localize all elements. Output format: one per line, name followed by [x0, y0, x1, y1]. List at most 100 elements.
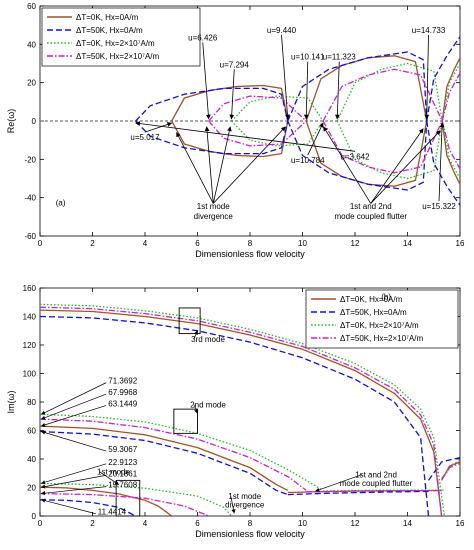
- series-3-branch-0: [40, 306, 443, 516]
- legend-entry: ΔT=0K, Hx=2×10⁷A/m: [76, 39, 155, 48]
- annotation-arrow: [307, 122, 324, 156]
- series-2-branch-0: [231, 95, 324, 122]
- annotation-arrow: [229, 69, 235, 120]
- series-3-branch-0: [208, 95, 307, 122]
- series-3-branch-3: [306, 489, 442, 493]
- x-tick-label: 2: [90, 519, 95, 528]
- annotation-label: u=14.733: [412, 26, 446, 35]
- annotation-arrow: [212, 126, 286, 204]
- annotation-arrow: [99, 471, 120, 485]
- annotation-label: 1st mode: [228, 492, 261, 501]
- series-0-branch-0: [40, 309, 443, 516]
- x-tick-label: 10: [298, 519, 307, 528]
- annotation-label: u=9.440: [267, 26, 297, 35]
- x-tick-label: 6: [195, 239, 200, 248]
- annotation-label: 2nd mode: [190, 401, 226, 410]
- x-axis-label: Dimensionless flow velocity: [195, 529, 305, 539]
- x-tick-label: 2: [90, 239, 95, 248]
- x-tick-label: 8: [248, 239, 253, 248]
- panel-label: (b): [381, 292, 391, 301]
- x-tick-label: 4: [143, 519, 148, 528]
- annotation-arrow: [424, 34, 430, 120]
- panel-label: (a): [56, 198, 66, 207]
- legend-entry: ΔT=0K, Hx=2×10⁷A/m: [340, 321, 419, 330]
- annotation-arrow: [202, 42, 211, 120]
- annotation-arrow: [40, 498, 96, 515]
- annotation-arrow: [40, 463, 107, 485]
- annotation-value: 63.1449: [108, 399, 137, 408]
- legend-entry: ΔT=50K, Hx=0A/m: [76, 26, 143, 35]
- y-tick-label: 40: [27, 455, 36, 464]
- legend-entry: ΔT=0K, Hx=0A/m: [76, 13, 139, 22]
- series-1-branch-2: [40, 499, 136, 516]
- annotation-arrow: [370, 128, 424, 204]
- legend: ΔT=0K, Hx=0A/mΔT=50K, Hx=0A/mΔT=0K, Hx=2…: [41, 7, 201, 67]
- highlight-box: [178, 307, 201, 335]
- x-tick-label: 14: [403, 239, 412, 248]
- series-3-branch-1: [208, 120, 307, 147]
- y-axis-label: Re(ω): [6, 109, 16, 134]
- series-0-branch-5: [441, 120, 460, 185]
- series-1-branch-3: [287, 120, 428, 191]
- legend-entry: ΔT=0K, Hx=0A/m: [340, 295, 403, 304]
- annotation-arrow: [212, 126, 232, 204]
- annotation-label: u=10.141: [291, 53, 325, 62]
- y-tick-label: 0: [32, 512, 37, 521]
- annotation-arrow: [135, 121, 356, 152]
- annotation-label: 1st mode: [97, 468, 130, 477]
- annotation-arrow: [40, 474, 107, 489]
- x-tick-label: 0: [38, 239, 43, 248]
- annotation-value: 71.3692: [108, 377, 137, 386]
- annotation-arrow: [334, 61, 340, 120]
- annotation-arrow: [40, 430, 107, 452]
- x-axis-label: Dimensionless flow velocity: [195, 249, 305, 259]
- annotation-arrow: [204, 126, 214, 204]
- y-tick-label: 140: [23, 313, 37, 322]
- annotation-label: u=7.294: [220, 60, 250, 69]
- x-tick-label: 16: [456, 239, 465, 248]
- series-2-branch-0: [40, 303, 445, 516]
- y-tick-label: 160: [23, 284, 37, 293]
- annotation-arrow: [193, 404, 199, 414]
- annotation-arrow: [40, 486, 107, 496]
- annotation-arrow: [144, 122, 173, 133]
- x-tick-label: 12: [351, 519, 360, 528]
- annotation-arrow: [40, 405, 107, 427]
- annotation-value: 67.9968: [108, 388, 137, 397]
- annotation-label: divergence: [194, 212, 234, 221]
- y-tick-label: -20: [24, 155, 36, 164]
- legend-entry: ΔT=50K, Hx=2×10⁷A/m: [76, 52, 160, 61]
- annotation-value: 11.4414: [98, 508, 127, 517]
- annotation-label: 3rd mode: [191, 335, 225, 344]
- y-tick-label: 20: [27, 79, 36, 88]
- x-tick-label: 16: [456, 519, 465, 528]
- annotation-label: u=5.017: [130, 133, 160, 142]
- highlight-box: [173, 408, 198, 434]
- series-1-branch-0: [135, 87, 289, 122]
- series-2-branch-1: [40, 413, 324, 491]
- annotation-arrow: [315, 474, 363, 492]
- annotation-arrow: [176, 132, 214, 204]
- annotation-value: 15.7608: [108, 481, 137, 490]
- series-2-branch-1: [231, 120, 324, 147]
- series-2-branch-3: [336, 120, 443, 180]
- series-2-branch-5: [441, 120, 460, 179]
- series-0-branch-4: [441, 461, 460, 481]
- annotation-label: 1st and 2nd: [350, 202, 392, 211]
- y-tick-label: 80: [27, 398, 36, 407]
- annotation-arrow: [323, 126, 372, 204]
- series-1-branch-1: [40, 430, 289, 496]
- series-0-branch-4: [441, 57, 460, 122]
- annotation-label: u=6.426: [188, 34, 218, 43]
- annotation-value: 20.1861: [108, 469, 137, 478]
- annotation-label: u=3.642: [340, 152, 370, 161]
- annotation-value: 22.9123: [108, 458, 137, 467]
- legend: ΔT=0K, Hx=0A/mΔT=50K, Hx=0A/mΔT=0K, Hx=2…: [305, 289, 459, 349]
- annotation-arrow: [438, 122, 445, 202]
- series-1-branch-4: [426, 36, 460, 122]
- x-tick-label: 8: [248, 519, 253, 528]
- annotation-arrow: [281, 34, 290, 120]
- series-2-branch-2: [336, 62, 443, 122]
- series-3-branch-3: [322, 120, 443, 174]
